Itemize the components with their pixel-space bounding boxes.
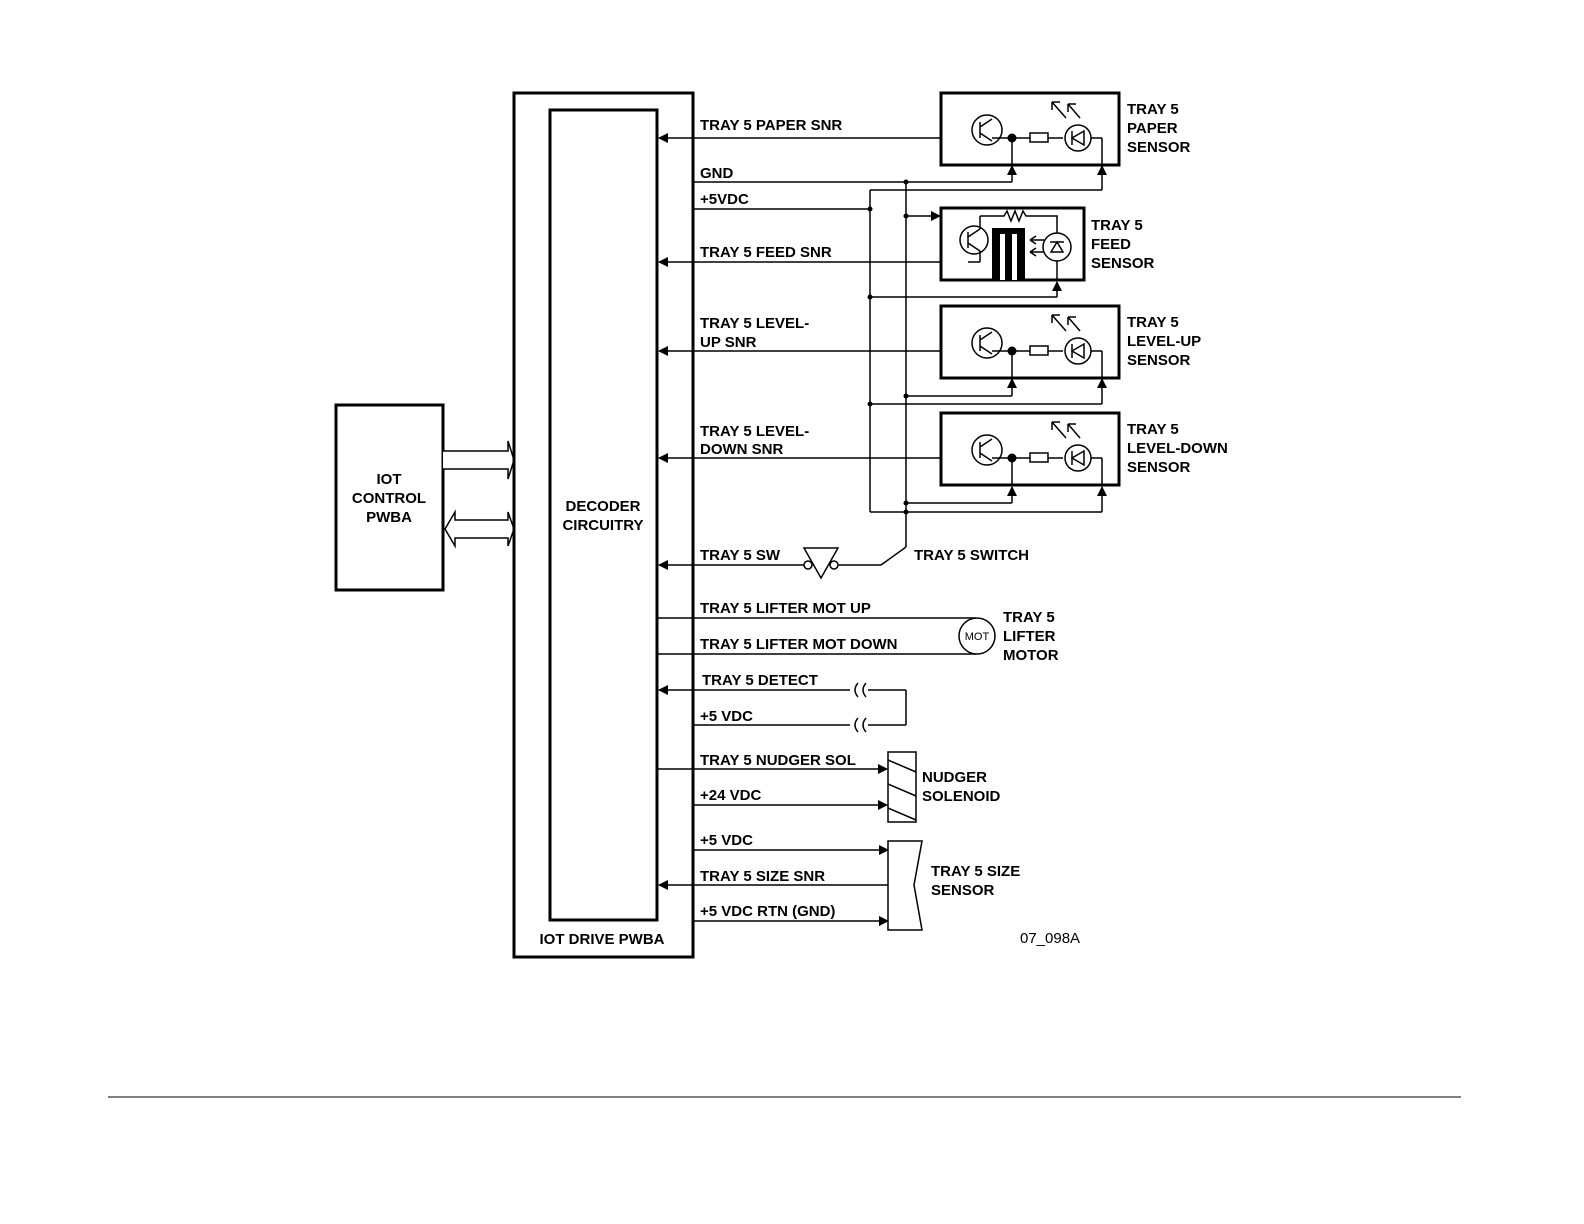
paper-sensor-label-2: PAPER: [1127, 120, 1178, 137]
decoder-label-2: CIRCUITRY: [562, 517, 643, 534]
paper-sensor-label-3: SENSOR: [1127, 139, 1191, 156]
iot-control-label-1: IOT: [377, 471, 402, 488]
label-detect: TRAY 5 DETECT: [702, 672, 818, 689]
motor-symbol: MOT: [965, 631, 990, 643]
size-sensor: TRAY 5 SIZE SENSOR: [887, 840, 1020, 931]
signal-labels: TRAY 5 PAPER SNR GND +5VDC TRAY 5 FEED S…: [700, 117, 898, 920]
detect-connector: [854, 682, 867, 733]
label-detect-vdc: +5 VDC: [700, 708, 753, 725]
size-sensor-label-1: TRAY 5 SIZE: [931, 863, 1020, 880]
label-paper-snr: TRAY 5 PAPER SNR: [700, 117, 842, 134]
motor-label-2: LIFTER: [1003, 628, 1056, 645]
iot-drive-label: IOT DRIVE PWBA: [539, 931, 664, 948]
feed-sensor-label-3: SENSOR: [1091, 255, 1155, 272]
leveldown-sensor-label-2: LEVEL-DOWN: [1127, 440, 1228, 457]
label-levelup-snr-2: UP SNR: [700, 334, 757, 351]
leveldown-sensor-label-1: TRAY 5: [1127, 421, 1179, 438]
tray5-switch: TRAY 5 SWITCH: [802, 547, 1029, 580]
nudger-solenoid: NUDGER SOLENOID: [887, 751, 1001, 823]
label-feed-snr: TRAY 5 FEED SNR: [700, 244, 832, 261]
switch-label: TRAY 5 SWITCH: [914, 547, 1029, 564]
label-leveldown-snr-2: DOWN SNR: [700, 441, 783, 458]
label-24vdc: +24 VDC: [700, 787, 761, 804]
figure-reference: 07_098A: [1020, 930, 1080, 947]
leveldown-sensor: TRAY 5 LEVEL-DOWN SENSOR: [939, 411, 1228, 487]
feed-sensor-label-2: FEED: [1091, 236, 1131, 253]
levelup-sensor-label-1: TRAY 5: [1127, 314, 1179, 331]
label-lifter-down: TRAY 5 LIFTER MOT DOWN: [700, 636, 898, 653]
label-5vdc: +5VDC: [700, 191, 749, 208]
size-sensor-label-2: SENSOR: [931, 882, 995, 899]
bus-arrow-out: [443, 440, 515, 480]
label-levelup-snr-1: TRAY 5 LEVEL-: [700, 315, 809, 332]
label-size-snr: TRAY 5 SIZE SNR: [700, 868, 825, 885]
lifter-motor: MOT TRAY 5 LIFTER MOTOR: [958, 609, 1059, 664]
levelup-sensor-label-3: SENSOR: [1127, 352, 1191, 369]
label-sw: TRAY 5 SW: [700, 547, 781, 564]
label-nudger-sol: TRAY 5 NUDGER SOL: [700, 752, 856, 769]
decoder-circuitry: DECODER CIRCUITRY: [548, 108, 659, 922]
motor-label-3: MOTOR: [1003, 647, 1059, 664]
label-lifter-up: TRAY 5 LIFTER MOT UP: [700, 600, 871, 617]
decoder-label-1: DECODER: [565, 498, 640, 515]
nudger-label-1: NUDGER: [922, 769, 987, 786]
levelup-sensor: TRAY 5 LEVEL-UP SENSOR: [939, 304, 1201, 380]
label-leveldown-snr-1: TRAY 5 LEVEL-: [700, 423, 809, 440]
iot-control-label-2: CONTROL: [352, 490, 426, 507]
leveldown-sensor-label-3: SENSOR: [1127, 459, 1191, 476]
feed-sensor: TRAY 5 FEED SENSOR: [939, 206, 1155, 282]
levelup-sensor-label-2: LEVEL-UP: [1127, 333, 1201, 350]
label-gnd: GND: [700, 165, 734, 182]
iot-control-pwba: IOT CONTROL PWBA: [334, 403, 445, 592]
label-size-rtn: +5 VDC RTN (GND): [700, 903, 835, 920]
bus-arrow-bidirectional: [444, 509, 515, 549]
junction-dots: [867, 179, 909, 515]
nudger-label-2: SOLENOID: [922, 788, 1001, 805]
label-size-vdc: +5 VDC: [700, 832, 753, 849]
feed-sensor-label-1: TRAY 5: [1091, 217, 1143, 234]
motor-label-1: TRAY 5: [1003, 609, 1055, 626]
paper-sensor: TRAY 5 PAPER SENSOR: [939, 91, 1191, 167]
paper-sensor-label-1: TRAY 5: [1127, 101, 1179, 118]
iot-control-label-3: PWBA: [366, 509, 412, 526]
